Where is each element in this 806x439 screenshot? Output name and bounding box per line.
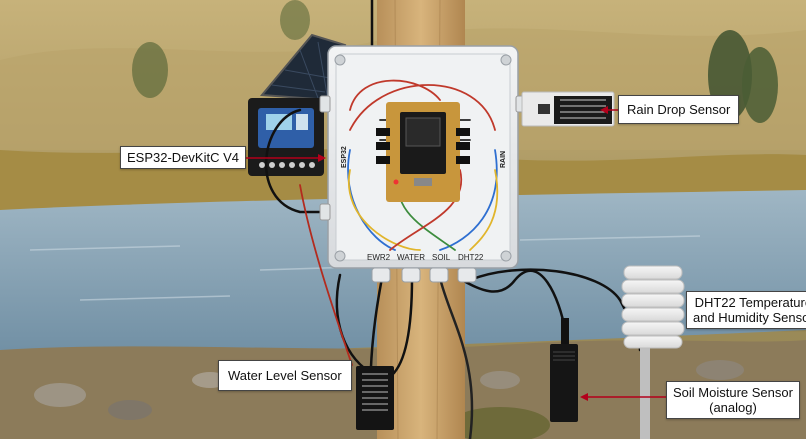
port-label-ewr2: EWR2 bbox=[367, 253, 391, 262]
rain-side-label: RAIN bbox=[500, 151, 507, 168]
callout-water-level-sensor: Water Level Sensor bbox=[218, 360, 352, 391]
water-level-sensor bbox=[356, 366, 394, 430]
callout-dht22-line2: and Humidity Sensor bbox=[693, 310, 806, 325]
charge-controller bbox=[248, 98, 324, 176]
port-label-dht22: DHT22 bbox=[458, 253, 484, 262]
callout-esp32: ESP32-DevKitC V4 bbox=[120, 146, 246, 169]
callout-esp32-text: ESP32-DevKitC V4 bbox=[127, 150, 239, 165]
rain-drop-sensor bbox=[522, 92, 614, 126]
callout-dht22-line1: DHT22 Temperature bbox=[693, 295, 806, 310]
callout-rain-drop-sensor: Rain Drop Sensor bbox=[618, 95, 739, 124]
callout-dht22: DHT22 Temperature and Humidity Sensor bbox=[686, 291, 806, 329]
esp32-side-label: ESP32 bbox=[341, 146, 348, 168]
callout-soil-moisture: Soil Moisture Sensor (analog) bbox=[666, 381, 800, 419]
callout-rain-text: Rain Drop Sensor bbox=[627, 102, 730, 117]
esp32-board bbox=[376, 102, 470, 202]
callout-soil-line1: Soil Moisture Sensor bbox=[673, 385, 793, 400]
callout-soil-line2: (analog) bbox=[673, 400, 793, 415]
port-label-soil: SOIL bbox=[432, 253, 451, 262]
callout-water-level-text: Water Level Sensor bbox=[228, 368, 342, 383]
port-label-water: WATER bbox=[397, 253, 425, 262]
